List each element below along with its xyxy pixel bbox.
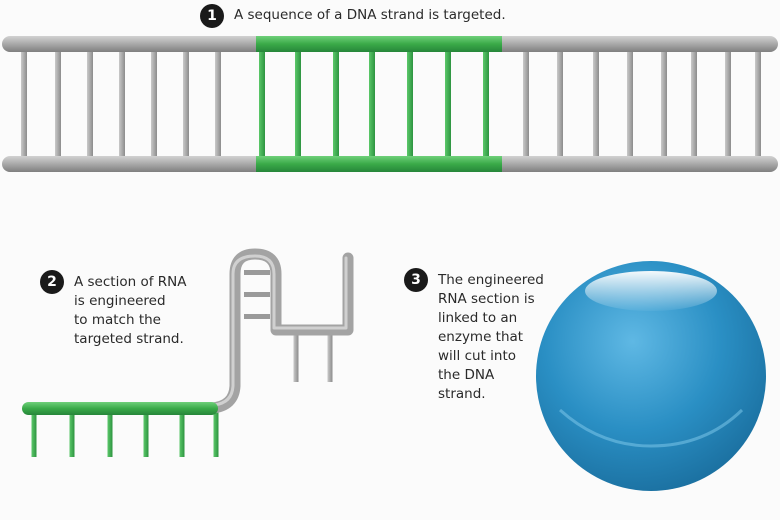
dna-target-bottom (256, 156, 502, 172)
rna-tooth (179, 412, 185, 457)
rna-tooth (69, 412, 75, 457)
dna-target-rung (333, 48, 339, 160)
dna-rung (593, 48, 599, 160)
dna-target-top (256, 36, 502, 52)
dna-rung (755, 48, 761, 160)
dna-target-rung (259, 48, 265, 160)
dna-rung (183, 48, 189, 160)
dna-rung (87, 48, 93, 160)
dna-target-rung (369, 48, 375, 160)
step-3-caption: The engineered RNA section is linked to … (438, 272, 544, 402)
rna-green-strand (22, 402, 218, 415)
dna-target-rung (407, 48, 413, 160)
rna-loop-rung (244, 270, 270, 275)
dna-rung (119, 48, 125, 160)
dna-rung (151, 48, 157, 160)
step-1-badge: 1 (200, 4, 224, 28)
rna-backbone-highlight (212, 254, 348, 407)
dna-rungs (21, 48, 761, 160)
rna-tooth (31, 412, 37, 457)
rna-tooth (107, 412, 113, 457)
dna-rung (725, 48, 731, 160)
step-1-caption: A sequence of a DNA strand is targeted. (234, 7, 506, 23)
step-3: 3 The engineered RNA section is linked t… (404, 268, 544, 404)
rna-tooth (213, 412, 219, 457)
dna-ladder (2, 36, 778, 172)
enzyme-sphere-rim (558, 408, 744, 448)
step-3-badge: 3 (404, 268, 428, 292)
rna-teeth (31, 412, 219, 457)
dna-rung (557, 48, 563, 160)
dna-rung (55, 48, 61, 160)
dna-target-rung (445, 48, 451, 160)
rna-loop-tooth (327, 334, 333, 382)
dna-rung (691, 48, 697, 160)
rna-loop-rung (244, 314, 270, 319)
step-2-caption: A section of RNA is engineered to match … (74, 274, 187, 347)
dna-target-rung (295, 48, 301, 160)
step-2: 2 A section of RNA is engineered to matc… (40, 270, 186, 349)
dna-target-rung (483, 48, 489, 160)
rna-section (22, 248, 354, 457)
step-2-badge: 2 (40, 270, 64, 294)
dna-rung (523, 48, 529, 160)
dna-rung (21, 48, 27, 160)
dna-rung (627, 48, 633, 160)
rna-tooth (143, 412, 149, 457)
enzyme-sphere-shine (585, 271, 717, 311)
dna-rung (215, 48, 221, 160)
rna-loop-teeth (293, 334, 333, 382)
rna-loop-tooth (293, 334, 299, 382)
enzyme-sphere (536, 261, 766, 491)
dna-rung (661, 48, 667, 160)
rna-loop-rung (244, 292, 270, 297)
step-1: 1 A sequence of a DNA strand is targeted… (200, 4, 506, 28)
